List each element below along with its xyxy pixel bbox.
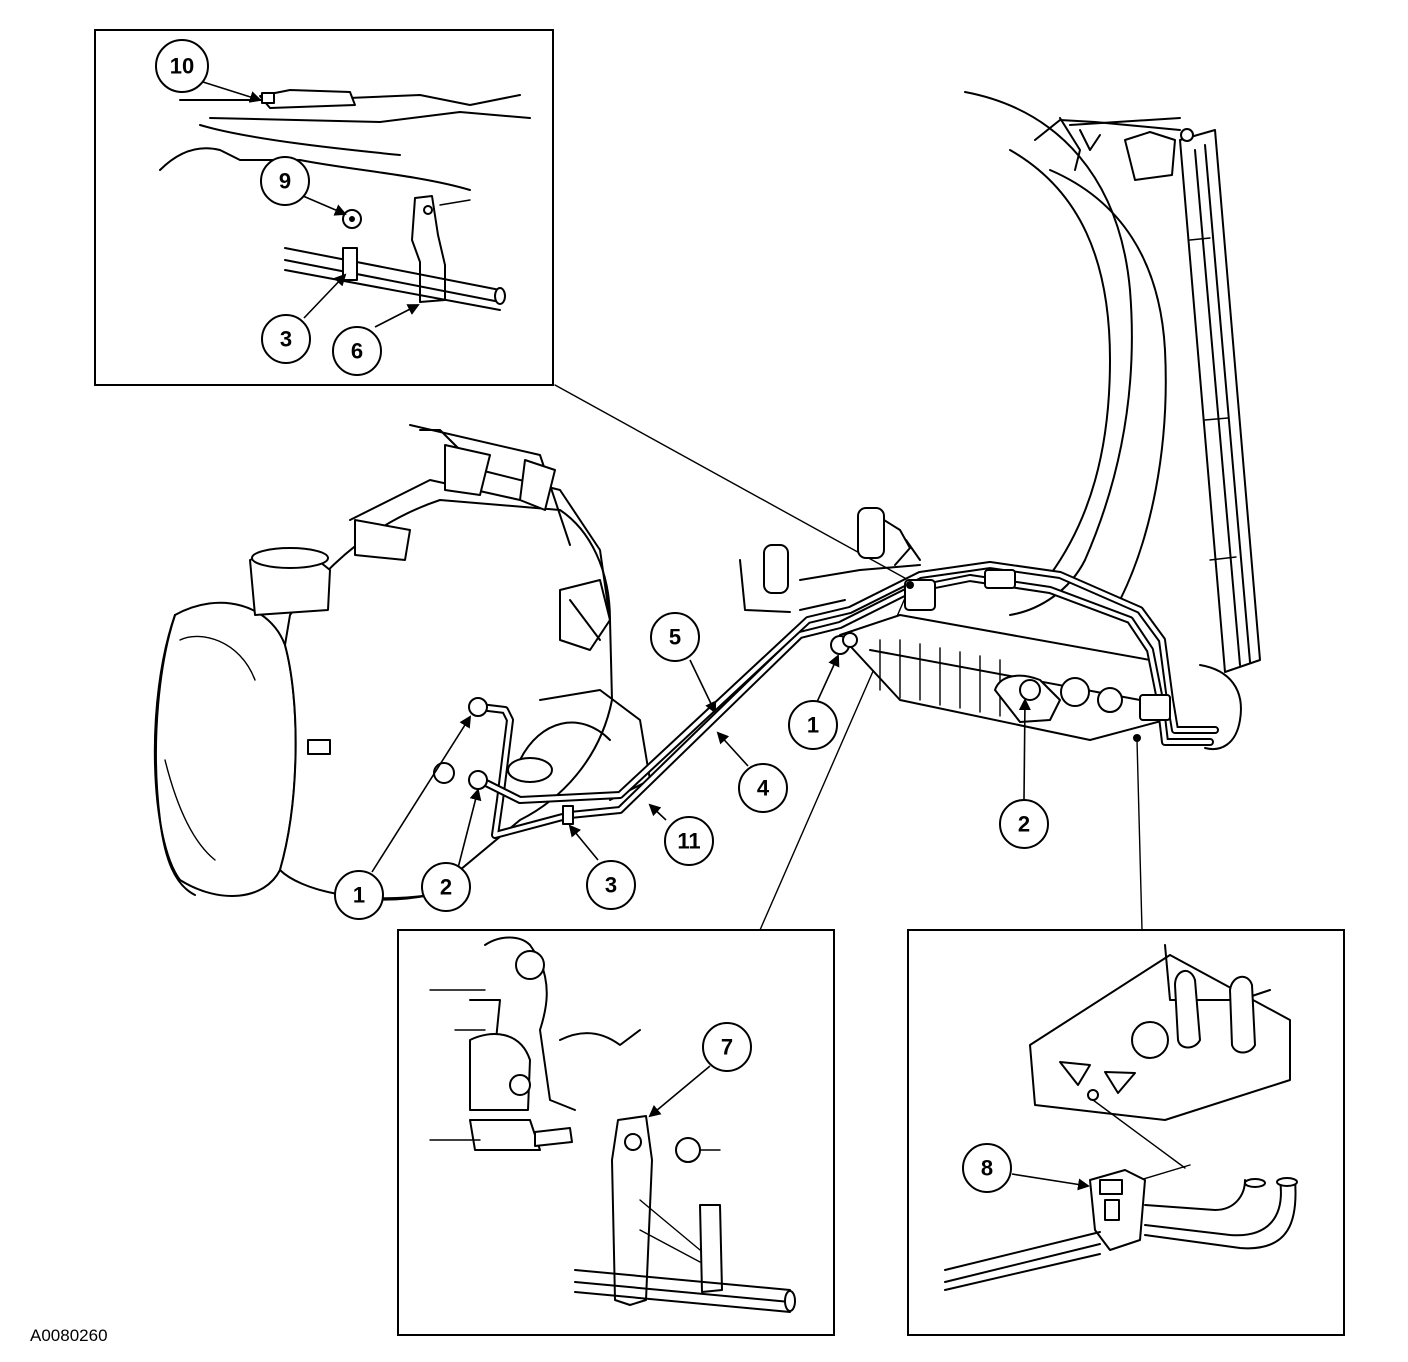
callout-3-main: 3	[586, 860, 636, 910]
figure-id-label: A0080260	[30, 1326, 108, 1345]
inset-bottom-middle	[397, 929, 835, 1336]
svg-text:9: 9	[279, 169, 291, 194]
svg-text:1: 1	[807, 713, 819, 738]
svg-text:3: 3	[605, 873, 617, 898]
callout-4: 4	[738, 763, 788, 813]
svg-text:3: 3	[280, 327, 292, 352]
svg-text:1: 1	[353, 883, 365, 908]
callout-10: 10	[155, 39, 209, 93]
svg-text:10: 10	[170, 54, 194, 79]
svg-text:5: 5	[669, 625, 681, 650]
svg-text:7: 7	[721, 1035, 733, 1060]
oil-cooler-tank	[830, 614, 1166, 741]
transmission-cooler-tubes	[468, 561, 1219, 839]
callout-3-inset: 3	[261, 314, 311, 364]
svg-text:11: 11	[677, 829, 700, 854]
svg-text:2: 2	[440, 875, 452, 900]
callout-2-transmission: 2	[421, 862, 471, 912]
engine-bracket-sensors	[739, 507, 921, 613]
transmission-case	[153, 424, 651, 901]
callout-7: 7	[702, 1022, 752, 1072]
callout-leaders	[202, 81, 1090, 1191]
callout-2-cooler: 2	[999, 799, 1049, 849]
callout-1-cooler: 1	[788, 700, 838, 750]
radiator-fan-shroud	[964, 91, 1261, 750]
callout-6: 6	[332, 326, 382, 376]
callout-9: 9	[260, 156, 310, 206]
svg-text:8: 8	[981, 1156, 993, 1181]
callout-8: 8	[962, 1143, 1012, 1193]
svg-text:2: 2	[1018, 812, 1030, 837]
inset-bottom-right	[907, 929, 1345, 1336]
svg-text:4: 4	[757, 776, 770, 801]
callout-11: 11	[664, 816, 714, 866]
callout-1-transmission: 1	[334, 870, 384, 920]
svg-text:6: 6	[351, 339, 363, 364]
callout-5: 5	[650, 612, 700, 662]
